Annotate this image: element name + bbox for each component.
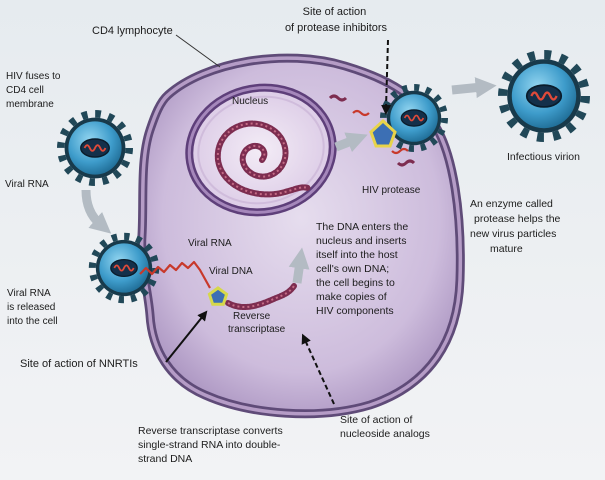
nnrti-pointer	[165, 310, 208, 363]
label-line: new virus particles	[470, 228, 556, 240]
fragment	[328, 94, 348, 102]
label-line: transcriptase	[228, 324, 286, 335]
label-line: nucleus and inserts	[316, 235, 406, 247]
outer-viral-rna-label: Viral RNA	[5, 179, 49, 190]
integration-process-arrow	[288, 247, 310, 284]
reverse-transcriptase-enzyme	[207, 286, 229, 306]
protease-inhibitor-pointer	[381, 39, 392, 115]
label-line: Site of action of	[340, 414, 412, 426]
fusion-caption: HIV fuses to CD4 cell membrane	[6, 71, 63, 110]
cd4-leader-line	[175, 34, 221, 68]
label-line: strand DNA	[138, 453, 192, 465]
viral-rna-strand	[139, 260, 211, 289]
reverse-transcriptase-label: Reverse transcriptase	[228, 311, 286, 335]
host-dna-strand-beads	[216, 122, 309, 196]
label-line: membrane	[6, 99, 54, 110]
label-line: of protease inhibitors	[285, 22, 388, 34]
infectious-virion-label: Infectious virion	[507, 151, 580, 163]
label-line: An enzyme called	[470, 198, 553, 210]
label-line: protease helps the	[474, 213, 561, 225]
label-line: Reverse	[233, 311, 271, 322]
label-line: mature	[490, 243, 523, 255]
label-line: is released	[7, 302, 55, 313]
viral-dna-chain	[225, 283, 297, 310]
label-line: HIV components	[316, 305, 394, 317]
inner-viral-rna-label: Viral RNA	[188, 238, 232, 249]
maturation-process-arrow	[451, 77, 497, 99]
host-chromosomal-dna	[214, 120, 311, 198]
fragment	[352, 109, 370, 117]
cd4-lymphocyte-label: CD4 lymphocyte	[92, 25, 173, 37]
label-line: Viral RNA	[7, 288, 51, 299]
label-line: cell's own DNA;	[316, 263, 389, 275]
fragment	[396, 159, 416, 167]
label-line: the cell begins to	[316, 277, 395, 289]
viral-protein-fragments	[328, 94, 416, 167]
nuclear-envelope-highlight	[187, 86, 335, 214]
protease-caption: An enzyme called protease helps the new …	[470, 198, 563, 255]
nucleoside-analog-site-label: Site of action of nucleoside analogs	[340, 414, 430, 440]
hiv-protease-enzyme	[369, 118, 397, 148]
label-line: into the cell	[7, 316, 58, 327]
assembly-process-arrow	[334, 132, 368, 153]
reverse-transcription-caption: Reverse transcriptase converts single-st…	[138, 425, 286, 465]
label-line: Site of action	[303, 6, 367, 18]
nuclear-inner-rim	[197, 95, 325, 205]
label-line: Reverse transcriptase converts	[138, 425, 283, 437]
nnrti-site-label: Site of action of NNRTIs	[20, 358, 138, 370]
protease-inhibitor-site-label: Site of action of protease inhibitors	[285, 6, 388, 34]
hiv-protease-label: HIV protease	[362, 185, 421, 196]
integration-caption: The DNA enters the nucleus and inserts i…	[316, 221, 411, 317]
label-line: itself into the host	[316, 249, 398, 261]
label-line: nucleoside analogs	[340, 428, 430, 440]
nucleoside-analog-pointer	[301, 333, 335, 405]
fragment	[391, 147, 409, 155]
label-line: CD4 cell	[6, 85, 44, 96]
label-line: single-strand RNA into double-	[138, 439, 281, 451]
viral-dna-label: Viral DNA	[209, 266, 253, 277]
nucleus-label: Nucleus	[232, 96, 268, 107]
rna-release-caption: Viral RNA is released into the cell	[7, 288, 58, 327]
label-line: HIV fuses to	[6, 71, 61, 82]
fusion-process-arrow	[81, 189, 112, 234]
label-line: The DNA enters the	[316, 221, 408, 233]
label-line: make copies of	[316, 291, 387, 303]
viral-dna-strand-beads	[227, 285, 295, 308]
